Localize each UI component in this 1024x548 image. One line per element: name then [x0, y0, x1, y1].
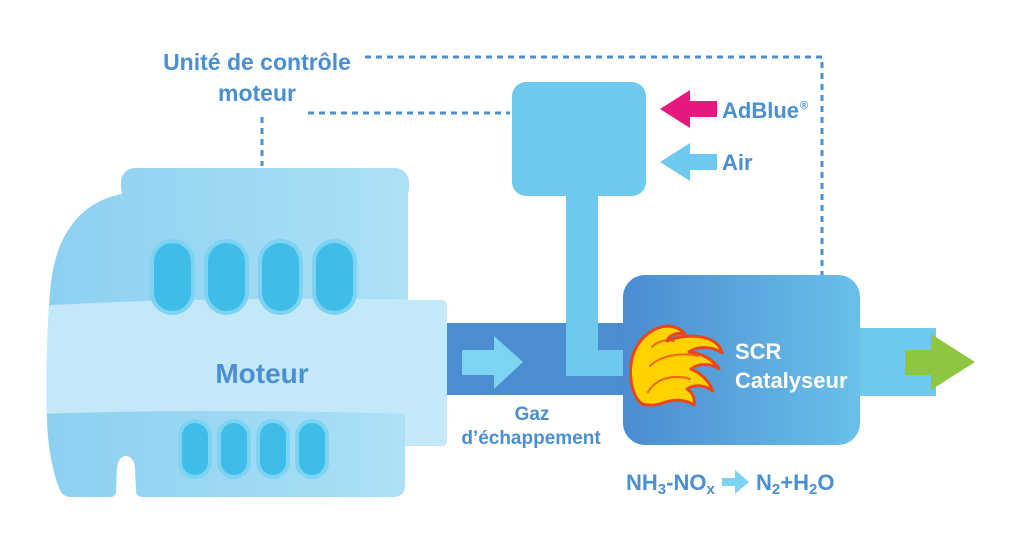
dosing-unit	[512, 82, 646, 196]
cylinder	[204, 239, 249, 315]
ecu-label-line1: Unité de contrôle	[163, 49, 351, 75]
cylinder-bore	[260, 423, 286, 475]
cylinder	[256, 419, 290, 479]
exhaust-flow-arrow-icon	[462, 336, 523, 389]
adblue-inlet-arrow-icon	[660, 90, 717, 128]
product-nitrogen: N	[756, 470, 772, 495]
product-water-o: O	[817, 470, 834, 495]
lower-cylinders	[178, 419, 329, 479]
cylinder-bore	[221, 423, 247, 475]
exhaust-label-line2: d’échappement	[461, 428, 601, 449]
cylinder-bore	[316, 243, 353, 311]
cylinder	[258, 239, 303, 315]
cylinder-bore	[182, 423, 208, 475]
flame-detail	[647, 375, 691, 393]
cylinder	[150, 239, 195, 315]
outlet-arrow-icon	[905, 334, 975, 390]
air-inlet-arrow-icon	[660, 143, 717, 181]
engine-label: Moteur	[215, 358, 308, 389]
flame-detail	[651, 339, 675, 348]
cylinder-bore	[154, 243, 191, 311]
scr-label-line1: SCR	[735, 339, 782, 364]
air-label: Air	[722, 150, 753, 175]
adblue-label: AdBlue	[722, 98, 799, 123]
engine-head-cap	[121, 168, 409, 202]
reaction-arrow-icon	[722, 470, 749, 494]
scr-catalyst: SCR Catalyseur	[623, 275, 860, 445]
reaction-products: N2+H2O	[756, 470, 834, 498]
exhaust-label-line1: Gaz	[515, 404, 550, 425]
adblue-label-group: AdBlue®	[722, 98, 808, 123]
cylinder	[178, 419, 212, 479]
registered-trademark-mark: ®	[800, 100, 808, 112]
control-lines	[260, 55, 824, 275]
reaction-reactants: NH3-NOx	[626, 470, 715, 498]
scr-catalyst-box	[623, 275, 860, 445]
ecu-to-scr-dashed-line	[365, 55, 824, 275]
reactant-ammonia: NH	[626, 470, 658, 495]
product-water-subscript: 2	[809, 481, 817, 498]
ecu-label-line2: moteur	[218, 80, 296, 106]
cylinder	[217, 419, 251, 479]
cylinder-bore	[208, 243, 245, 311]
reaction-formula: NH3-NOx N2+H2O	[626, 470, 834, 498]
cylinder-bore	[262, 243, 299, 311]
reactant-nox: -NO	[666, 470, 706, 495]
engine: Moteur	[46, 168, 448, 497]
cylinder	[312, 239, 357, 315]
engine-band	[46, 298, 448, 450]
reactant-ammonia-subscript: 3	[658, 481, 666, 498]
product-water-h: +H	[780, 470, 809, 495]
flame-detail	[649, 353, 699, 367]
product-nitrogen-subscript: 2	[772, 481, 780, 498]
scr-label-line2: Catalyseur	[735, 368, 848, 393]
cylinder	[295, 419, 329, 479]
dosing-injection-pipe	[566, 190, 626, 376]
cylinder-bore	[299, 423, 325, 475]
flame-icon	[629, 324, 724, 407]
upper-cylinders	[150, 239, 357, 315]
reactant-nox-subscript: x	[706, 481, 715, 498]
